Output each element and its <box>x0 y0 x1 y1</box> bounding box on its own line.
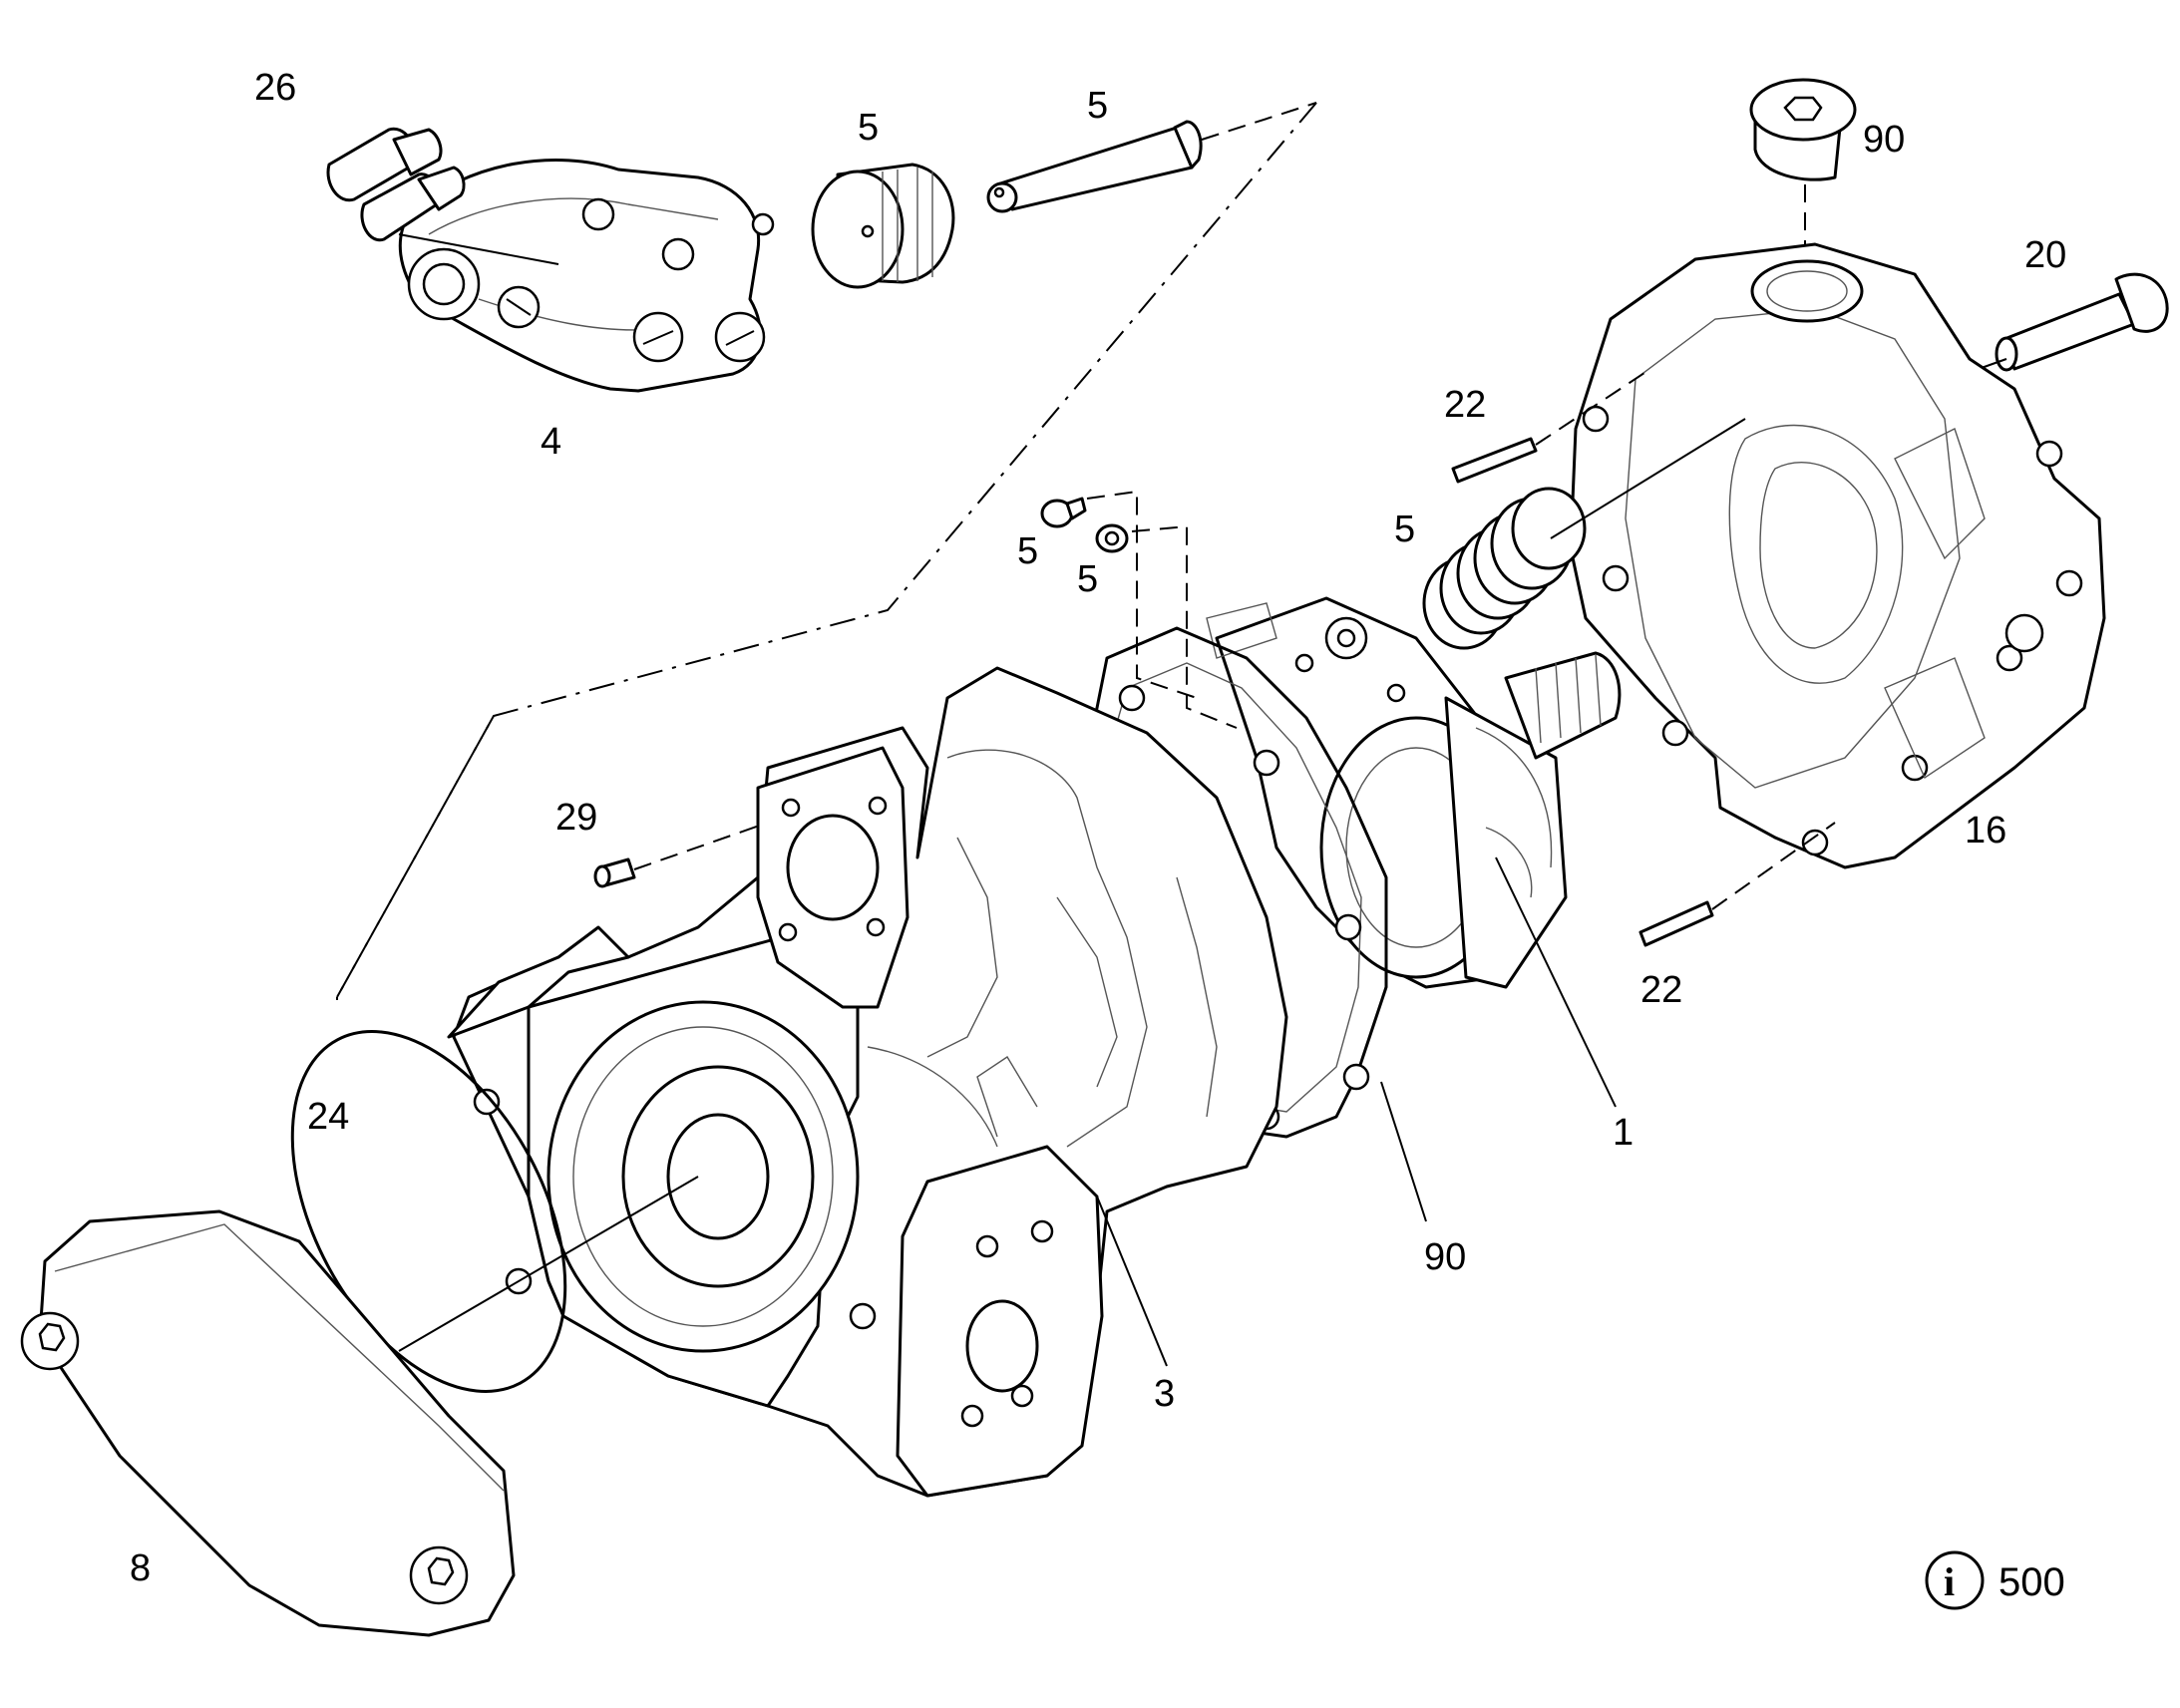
plug-part-90 <box>1749 78 1857 279</box>
callout-labels: 26 5 5 90 20 4 22 5 5 5 29 16 22 24 1 90… <box>130 67 2066 1589</box>
spring-part-5 <box>1422 418 1746 650</box>
callout-3: 3 <box>1154 1373 1175 1415</box>
info-reference: i 500 <box>1925 1550 2065 1610</box>
callout-5-spring: 5 <box>1394 509 1415 550</box>
callout-90-gasket: 90 <box>1424 1236 1466 1278</box>
callout-4: 4 <box>541 421 561 463</box>
valve-block-part-4 <box>326 127 775 393</box>
callout-5-piston: 5 <box>858 107 879 149</box>
info-icon-glyph: i <box>1944 1559 1955 1604</box>
screw-part-5-a <box>1040 490 1198 699</box>
callout-20: 20 <box>2024 234 2066 276</box>
callout-16: 16 <box>1965 810 2006 852</box>
rear-housing-part-16 <box>1569 242 2106 869</box>
main-housing-part-3 <box>398 666 1288 1498</box>
callout-29: 29 <box>555 797 597 839</box>
callout-90-plug: 90 <box>1863 119 1905 161</box>
bolt-part-20 <box>1964 272 2169 375</box>
info-icon <box>1925 1550 1985 1610</box>
callout-5-screw-a: 5 <box>1017 530 1038 572</box>
piston-part-5 <box>811 163 955 289</box>
callout-24: 24 <box>307 1096 349 1138</box>
callout-22-top: 22 <box>1444 384 1486 426</box>
info-reference-number: 500 <box>1998 1560 2065 1604</box>
dowel-pin-part-22-bottom <box>1638 822 1836 947</box>
callout-26: 26 <box>254 67 296 109</box>
pin-part-5 <box>986 102 1317 213</box>
rotating-group-part-1 <box>1206 596 1622 1108</box>
callout-5-screw-b: 5 <box>1077 558 1098 600</box>
dowel-pin-part-22-top <box>1451 368 1651 484</box>
callout-1: 1 <box>1613 1112 1634 1154</box>
callout-22-bottom: 22 <box>1640 969 1682 1011</box>
assembly-boundary-line-2 <box>336 715 495 998</box>
grub-screw-part-29 <box>593 815 789 888</box>
callout-5-pin: 5 <box>1087 85 1108 127</box>
o-ring-part-24 <box>290 1030 567 1393</box>
cover-plate-part-8 <box>20 1209 516 1637</box>
callout-8: 8 <box>130 1547 151 1589</box>
screw-part-5-b <box>1095 523 1238 729</box>
